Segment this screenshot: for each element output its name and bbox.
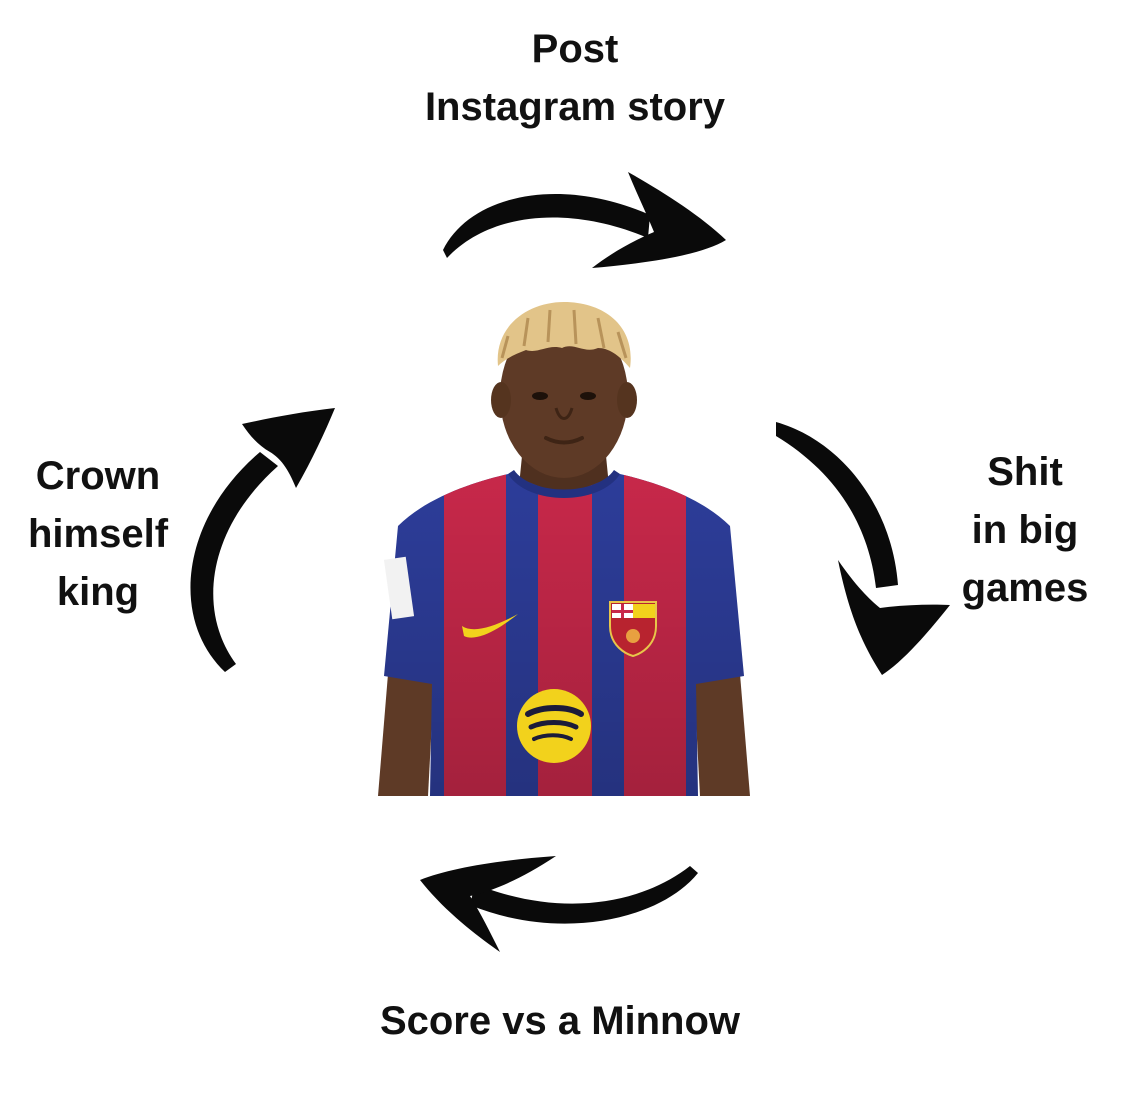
mouth <box>544 436 584 445</box>
label-line: Post <box>531 27 619 71</box>
curved-arrow-icon <box>190 408 335 672</box>
sponsor-logo-icon <box>517 689 591 763</box>
label-line: Instagram story <box>424 85 726 129</box>
label-line: himself <box>27 512 169 556</box>
player-photo <box>378 302 750 796</box>
swoosh-icon <box>462 614 518 638</box>
eye <box>580 392 596 400</box>
label-line: in big <box>971 508 1079 552</box>
label-line: king <box>56 570 140 614</box>
hair-strands <box>500 309 628 359</box>
label-crown-himself-king: Crown himself king <box>8 447 188 621</box>
label-line: games <box>961 566 1089 610</box>
label-line: Crown <box>35 454 161 498</box>
eye <box>532 392 548 400</box>
arm <box>378 674 434 796</box>
head <box>500 314 628 478</box>
ear <box>617 382 637 418</box>
label-post-instagram-story: Post Instagram story <box>360 20 790 136</box>
curved-arrow-icon <box>776 422 950 675</box>
curved-arrow-icon <box>443 172 726 268</box>
label-shit-in-big-games: Shit in big games <box>945 443 1105 617</box>
nose <box>554 407 574 420</box>
arm <box>694 674 750 796</box>
club-crest-icon <box>609 601 657 658</box>
label-line: Shit <box>987 450 1063 494</box>
sleeve-patch <box>383 556 415 620</box>
label-score-vs-a-minnow: Score vs a Minnow <box>330 992 790 1050</box>
ear <box>491 382 511 418</box>
label-line: Score vs a Minnow <box>379 999 741 1043</box>
collar <box>508 470 620 498</box>
curved-arrow-icon <box>420 856 698 952</box>
